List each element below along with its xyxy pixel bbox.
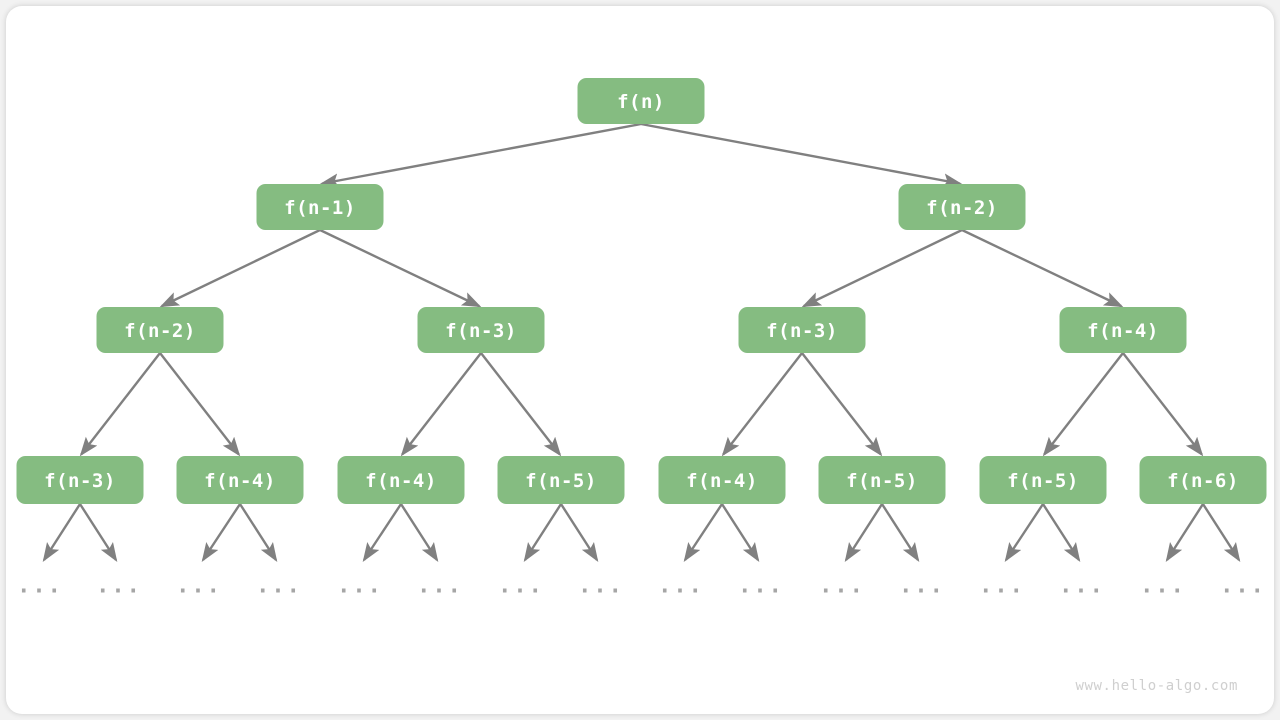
tree-edge	[801, 228, 963, 308]
ellipsis-label: ...	[899, 574, 945, 599]
leaf-edge	[78, 503, 118, 563]
leaf-edge	[1165, 503, 1205, 563]
node-label: f(n-5)	[1007, 470, 1079, 492]
ellipsis-label: ...	[17, 574, 63, 599]
node-box	[577, 78, 705, 124]
watermark-label: www.hello-algo.com	[1075, 678, 1238, 694]
tree-node[interactable]: f(n-3)	[16, 456, 144, 504]
tree-node[interactable]: f(n-5)	[497, 456, 625, 504]
ellipsis-label: ...	[1140, 574, 1186, 599]
tree-edge	[159, 228, 321, 308]
leaf-edge	[399, 503, 439, 563]
node-box	[256, 184, 384, 230]
tree-edge	[961, 228, 1124, 308]
tree-edge	[319, 228, 482, 308]
node-label: f(n-5)	[525, 470, 597, 492]
tree-node[interactable]: f(n-4)	[337, 456, 465, 504]
tree-node[interactable]: f(n-4)	[176, 456, 304, 504]
ellipsis-label: ...	[337, 574, 383, 599]
node-box	[979, 456, 1107, 504]
node-label: f(n-3)	[44, 470, 116, 492]
node-box	[337, 456, 465, 504]
ellipsis-label: ...	[96, 574, 142, 599]
node-label: f(n-3)	[445, 320, 517, 342]
tree-edge	[400, 352, 482, 457]
leaf-edge	[559, 503, 599, 563]
tree-node[interactable]: f(n-1)	[256, 184, 384, 230]
ellipsis-label: ...	[658, 574, 704, 599]
node-box	[818, 456, 946, 504]
node-box	[417, 307, 545, 353]
leaf-edge	[523, 503, 563, 563]
node-box	[898, 184, 1026, 230]
leaf-edge	[1201, 503, 1241, 563]
tree-edge	[159, 352, 241, 457]
tree-node[interactable]: f(n-4)	[658, 456, 786, 504]
node-label: f(n-2)	[124, 320, 196, 342]
tree-edge	[721, 352, 803, 457]
ellipsis-label: ...	[819, 574, 865, 599]
leaf-edge	[1004, 503, 1045, 563]
leaf-arrows-layer	[42, 503, 1241, 563]
tree-edge	[640, 122, 963, 188]
ellipsis-label: ...	[498, 574, 544, 599]
ellipsis-layer: ........................................…	[17, 574, 1266, 599]
leaf-edge	[844, 503, 884, 563]
ellipsis-label: ...	[979, 574, 1025, 599]
tree-node[interactable]: f(n-2)	[898, 184, 1026, 230]
node-label: f(n-3)	[766, 320, 838, 342]
leaf-edge	[42, 503, 82, 563]
tree-node[interactable]: f(n-2)	[96, 307, 224, 353]
leaf-edge	[683, 503, 724, 563]
tree-edge	[480, 352, 562, 457]
node-box	[1059, 307, 1187, 353]
leaf-edge	[720, 503, 760, 563]
leaf-edge	[880, 503, 920, 563]
node-box	[497, 456, 625, 504]
leaf-edge	[238, 503, 278, 563]
tree-node[interactable]: f(n-4)	[1059, 307, 1187, 353]
tree-edge	[801, 352, 883, 457]
ellipsis-label: ...	[578, 574, 624, 599]
node-label: f(n-4)	[204, 470, 276, 492]
edges-layer	[79, 122, 1204, 457]
tree-node[interactable]: f(n-3)	[738, 307, 866, 353]
tree-node[interactable]: f(n-6)	[1139, 456, 1267, 504]
node-box	[658, 456, 786, 504]
ellipsis-label: ...	[176, 574, 222, 599]
tree-node[interactable]: f(n-5)	[818, 456, 946, 504]
node-label: f(n-1)	[284, 197, 356, 219]
node-label: f(n)	[617, 91, 665, 113]
node-label: f(n-6)	[1167, 470, 1239, 492]
node-label: f(n-2)	[926, 197, 998, 219]
tree-edge	[1122, 352, 1204, 457]
node-label: f(n-4)	[1087, 320, 1159, 342]
ellipsis-label: ...	[738, 574, 784, 599]
node-box	[738, 307, 866, 353]
ellipsis-label: ...	[256, 574, 302, 599]
node-box	[16, 456, 144, 504]
node-label: f(n-4)	[686, 470, 758, 492]
tree-edge	[1042, 352, 1124, 457]
node-box	[176, 456, 304, 504]
nodes-layer: f(n) f(n-1) f(n-2) f(n-2) f(n-3) f(n-3) f(n-4)…	[16, 78, 1267, 504]
ellipsis-label: ...	[417, 574, 463, 599]
node-box	[96, 307, 224, 353]
ellipsis-label: ...	[1059, 574, 1105, 599]
tree-node[interactable]: f(n)	[577, 78, 705, 124]
node-box	[1139, 456, 1267, 504]
tree-edge	[79, 352, 161, 457]
leaf-edge	[201, 503, 242, 563]
tree-node[interactable]: f(n-5)	[979, 456, 1107, 504]
leaf-edge	[362, 503, 403, 563]
tree-edge	[319, 122, 642, 188]
ellipsis-label: ...	[1220, 574, 1266, 599]
leaf-edge	[1041, 503, 1081, 563]
node-label: f(n-4)	[365, 470, 437, 492]
node-label: f(n-5)	[846, 470, 918, 492]
tree-node[interactable]: f(n-3)	[417, 307, 545, 353]
